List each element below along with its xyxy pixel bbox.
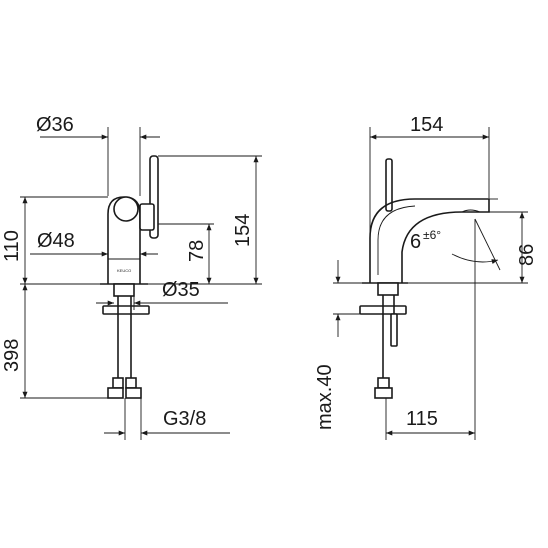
front-view: KEUCO Ø bbox=[1, 114, 262, 440]
dim-projection-label: 115 bbox=[406, 408, 438, 430]
dim-total-height-label: 154 bbox=[232, 214, 254, 247]
side-tap-body bbox=[362, 158, 490, 284]
dim-max-thickness-label: max.40 bbox=[314, 364, 336, 430]
dim-angle-label: 6 bbox=[410, 231, 421, 253]
side-under-counter bbox=[359, 282, 407, 399]
dim-total-height: 154 bbox=[232, 156, 259, 284]
dim-top-diameter: Ø36 bbox=[36, 114, 160, 140]
dim-angle: 6 ±6° bbox=[410, 228, 499, 265]
dim-base-diameter: Ø35 bbox=[96, 279, 228, 306]
dim-body-diameter-label: Ø48 bbox=[37, 230, 75, 252]
dim-connection: G3/8 bbox=[104, 408, 230, 436]
dim-side-width-label: 154 bbox=[410, 114, 443, 136]
dim-lower-height-label: 398 bbox=[1, 339, 23, 372]
dim-left-height: 110 bbox=[1, 197, 28, 284]
front-extension-lines bbox=[20, 127, 262, 440]
dim-connection-label: G3/8 bbox=[163, 408, 206, 430]
dim-projection: 115 bbox=[386, 408, 475, 436]
dim-lower-height: 398 bbox=[1, 284, 28, 398]
brand-logo: KEUCO bbox=[117, 268, 131, 273]
dim-body-diameter: Ø48 bbox=[30, 230, 158, 257]
dim-left-height-label: 110 bbox=[1, 230, 23, 262]
side-view: 154 86 6 ±6° max.40 115 bbox=[314, 114, 538, 440]
dim-spout-height: 86 bbox=[516, 212, 538, 283]
dim-angle-tolerance-label: ±6° bbox=[423, 228, 441, 242]
dim-top-diameter-label: Ø36 bbox=[36, 114, 74, 136]
dim-side-width: 154 bbox=[370, 114, 489, 140]
dim-lever-height: 78 bbox=[186, 224, 212, 284]
dim-base-diameter-label: Ø35 bbox=[162, 279, 200, 301]
dim-spout-height-label: 86 bbox=[516, 244, 538, 266]
front-tap-body: KEUCO bbox=[100, 155, 159, 285]
dim-max-thickness: max.40 bbox=[314, 260, 341, 430]
front-under-counter bbox=[102, 283, 150, 399]
dim-lever-height-label: 78 bbox=[186, 240, 208, 262]
